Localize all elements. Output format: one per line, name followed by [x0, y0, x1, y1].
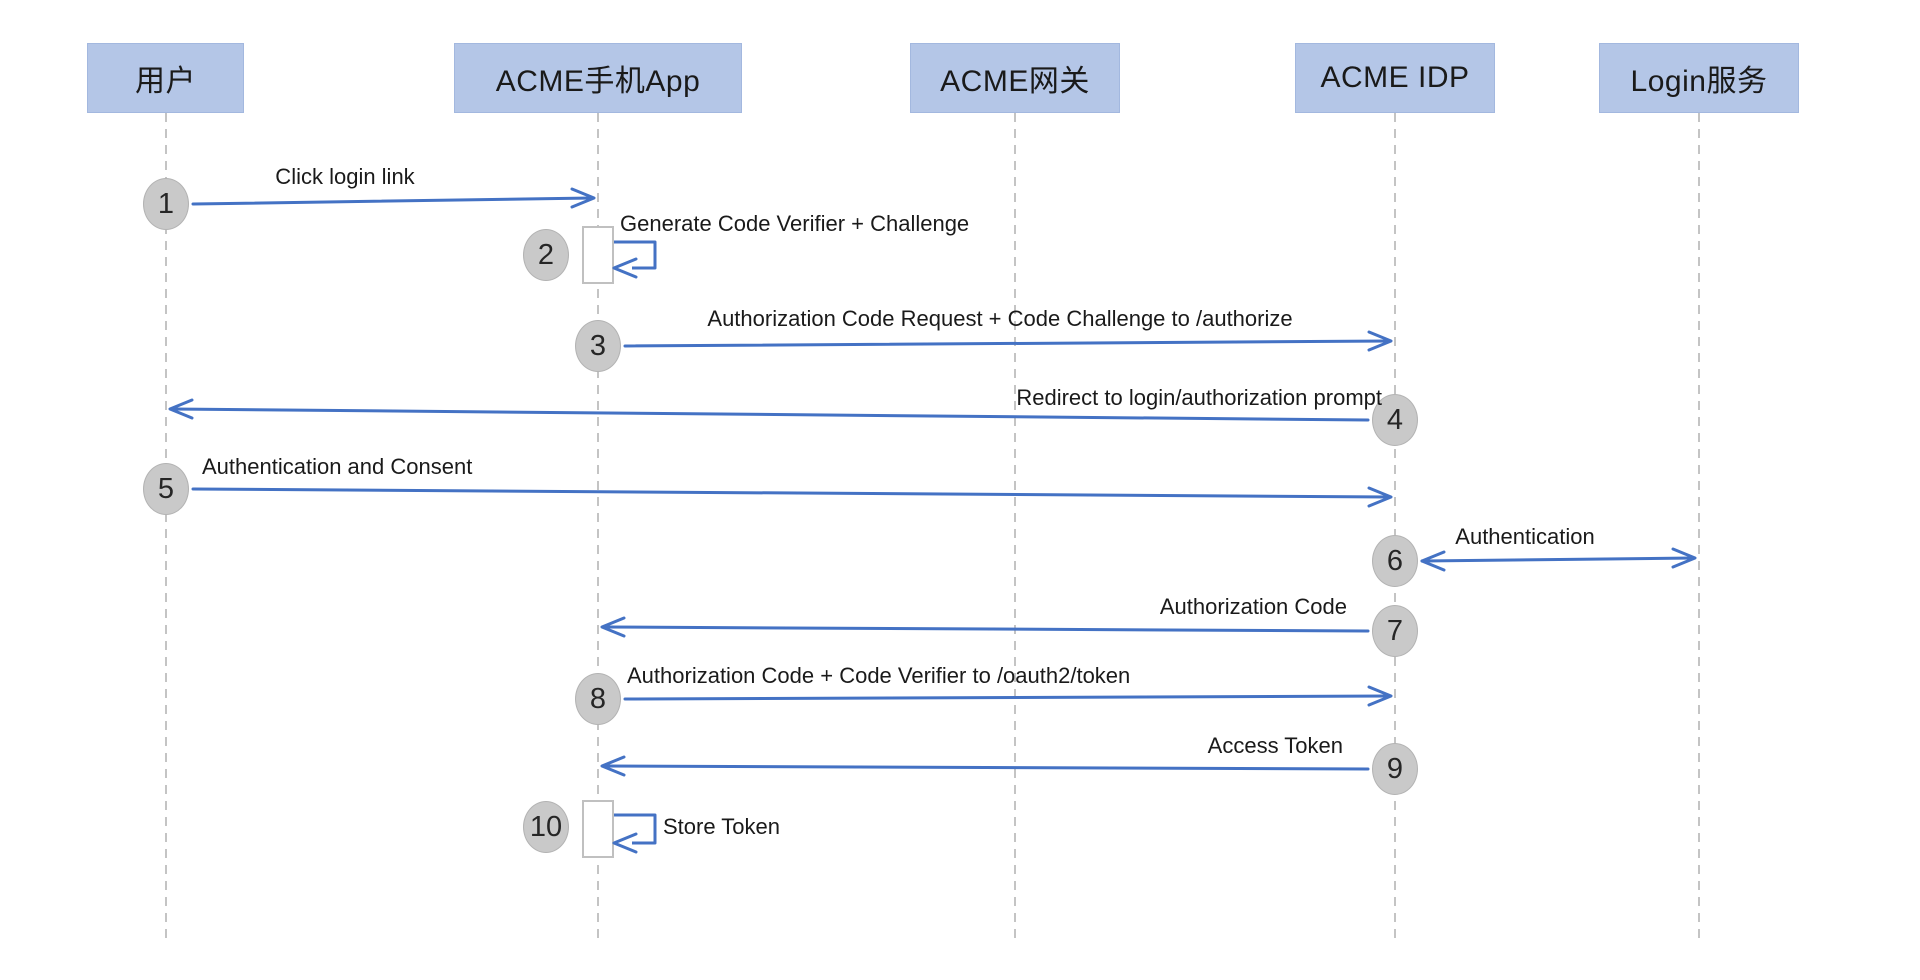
message-10-number-badge: 10: [523, 801, 569, 853]
message-3-line: [623, 339, 1391, 348]
activation-box-2: [582, 226, 614, 284]
participant-gateway: ACME网关: [910, 43, 1120, 113]
message-4-number-badge: 4: [1372, 394, 1418, 446]
message-7-label: Authorization Code: [1159, 594, 1347, 619]
message-8-arrowhead: [1367, 685, 1393, 707]
message-8-number-badge: 8: [575, 673, 621, 725]
message-8-line: [623, 694, 1391, 701]
message-8-label: Authorization Code + Code Verifier to /o…: [627, 663, 1131, 688]
message-2-number-badge: 2: [523, 229, 569, 281]
message-6-arrowhead: [1671, 547, 1697, 569]
message-7-arrowhead: [600, 616, 626, 638]
message-5-line: [191, 487, 1391, 499]
message-2-arrowhead: [612, 257, 638, 279]
message-9-line: [602, 764, 1370, 771]
message-7-number-badge: 7: [1372, 605, 1418, 657]
message-1-arrowhead: [570, 187, 596, 209]
message-7-line: [602, 625, 1370, 633]
message-6-number-badge: 6: [1372, 535, 1418, 587]
message-6-label: Authentication: [1455, 524, 1595, 549]
message-5-number-badge: 5: [143, 463, 189, 515]
activation-box-10: [582, 800, 614, 858]
message-4-line: [170, 407, 1370, 422]
participant-login-service: Login服务: [1599, 43, 1799, 113]
message-6-arrowhead-back: [1420, 550, 1446, 572]
message-10-arrowhead: [612, 832, 638, 854]
participant-user: 用户: [87, 43, 244, 113]
participant-mobile-app: ACME手机App: [454, 43, 742, 113]
message-10-self-loop: [614, 813, 657, 845]
message-2-self-loop: [614, 240, 657, 270]
message-4-label: Redirect to login/authorization prompt: [1016, 385, 1382, 410]
message-2-label: Generate Code Verifier + Challenge: [620, 211, 970, 236]
message-1-label: Click login link: [275, 164, 415, 189]
participant-idp: ACME IDP: [1295, 43, 1495, 113]
message-1-number-badge: 1: [143, 178, 189, 230]
message-9-arrowhead: [600, 755, 626, 777]
message-10-label: Store Token: [663, 814, 781, 839]
message-3-number-badge: 3: [575, 320, 621, 372]
message-3-label: Authorization Code Request + Code Challe…: [707, 306, 1293, 331]
message-5-label: Authentication and Consent: [202, 454, 473, 479]
message-1-line: [191, 196, 594, 206]
message-6-line: [1420, 556, 1695, 563]
message-3-arrowhead: [1367, 330, 1393, 352]
message-5-arrowhead: [1367, 486, 1393, 508]
message-9-label: Access Token: [1207, 733, 1343, 758]
message-4-arrowhead: [168, 398, 194, 420]
message-9-number-badge: 9: [1372, 743, 1418, 795]
